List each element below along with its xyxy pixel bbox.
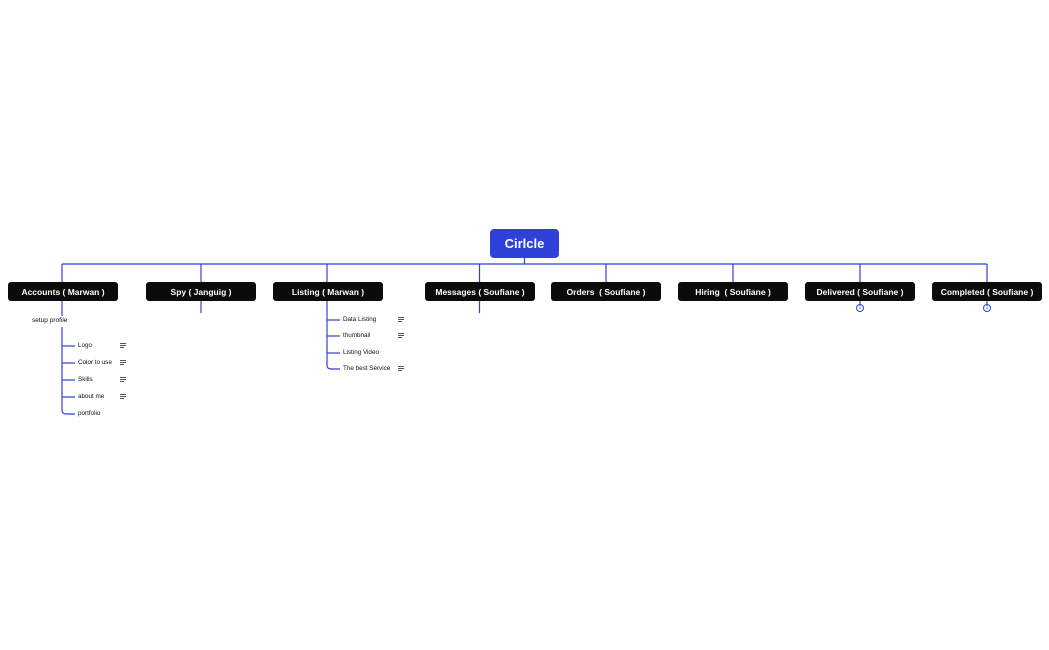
note-icon[interactable] (120, 377, 126, 382)
subtopic-setup-profile[interactable]: setup profile (32, 317, 68, 324)
collapse-delivered-icon[interactable]: 1 (856, 304, 864, 312)
topic-logo[interactable]: Logo (78, 342, 93, 349)
note-icon[interactable] (120, 360, 126, 365)
topic-thumbnail[interactable]: thumbnail (343, 332, 371, 339)
topic-skills[interactable]: Skills (78, 376, 93, 383)
root-topic[interactable]: Cirlcle (490, 229, 559, 258)
note-icon[interactable] (120, 343, 126, 348)
topic-color-to-use[interactable]: Color to use (78, 359, 112, 366)
branch-orders[interactable]: Orders ( Soufiane ) (551, 282, 661, 301)
note-icon[interactable] (120, 394, 126, 399)
topic-listing-video[interactable]: Listing Video (343, 349, 379, 356)
branch-completed[interactable]: Completed ( Soufiane ) (932, 282, 1042, 301)
note-icon[interactable] (398, 317, 404, 322)
topic-portfolio[interactable]: portfolio (78, 410, 101, 417)
topic-data-listing[interactable]: Data Listing (343, 316, 377, 323)
note-icon[interactable] (398, 333, 404, 338)
branch-spy[interactable]: Spy ( Janguig ) (146, 282, 256, 301)
topic-the-best-service[interactable]: The best Service (343, 365, 391, 372)
branch-listing[interactable]: Listing ( Marwan ) (273, 282, 383, 301)
topic-about-me[interactable]: about me (78, 393, 105, 400)
branch-delivered[interactable]: Delivered ( Soufiane ) (805, 282, 915, 301)
note-icon[interactable] (398, 366, 404, 371)
branch-accounts[interactable]: Accounts ( Marwan ) (8, 282, 118, 301)
branch-messages[interactable]: Messages ( Soufiane ) (425, 282, 535, 301)
branch-hiring[interactable]: Hiring ( Soufiane ) (678, 282, 788, 301)
collapse-completed-icon[interactable]: 1 (983, 304, 991, 312)
